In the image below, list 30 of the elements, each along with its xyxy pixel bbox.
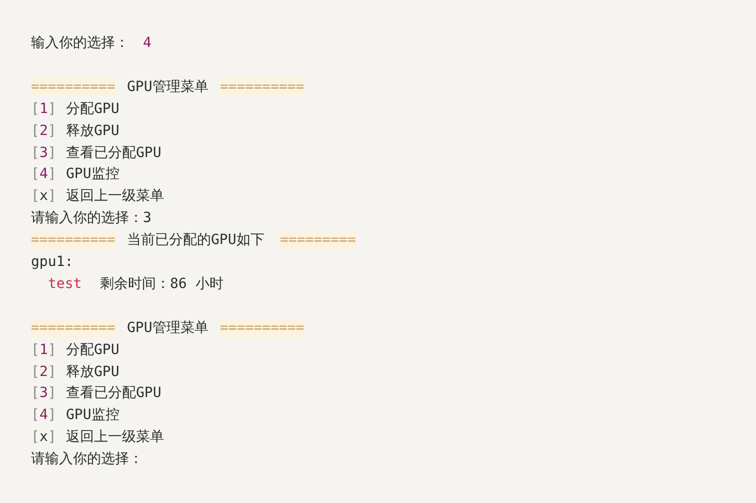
- terminal-text: 请输入你的选择：3: [31, 209, 152, 228]
- terminal-text: 查看已分配GPU: [66, 144, 162, 162]
- terminal-text: GPU监控: [66, 406, 120, 424]
- option-key: [x]: [31, 428, 56, 446]
- terminal-text: 返回上一级菜单: [66, 187, 164, 206]
- terminal-text: GPU管理菜单: [127, 318, 208, 337]
- terminal-text: 分配GPU: [66, 100, 120, 118]
- terminal-text: 分配GPU: [66, 340, 120, 359]
- terminal-text: gpu1:: [31, 253, 74, 271]
- option-key: [4]: [31, 165, 56, 184]
- option-key: [3]: [31, 144, 56, 162]
- terminal-text: 返回上一级菜单: [66, 428, 164, 446]
- terminal-text: 释放GPU: [66, 122, 120, 140]
- option-key: [3]: [31, 384, 56, 402]
- terminal-text: 查看已分配GPU: [66, 384, 162, 402]
- terminal-text: 输入你的选择：: [31, 34, 129, 52]
- terminal-text: 释放GPU: [66, 362, 120, 380]
- terminal-text: 剩余时间：86 小时: [100, 274, 224, 293]
- option-key: [1]: [31, 100, 56, 118]
- input-value: 4: [143, 34, 152, 52]
- user-name: test: [48, 274, 82, 293]
- terminal-text: GPU管理菜单: [127, 78, 208, 96]
- terminal-text: 请输入你的选择：: [31, 450, 143, 468]
- option-key: [x]: [31, 187, 56, 206]
- option-key: [2]: [31, 122, 56, 140]
- terminal-text: GPU监控: [66, 165, 120, 184]
- terminal-text: 当前已分配的GPU如下: [127, 231, 264, 250]
- option-key: [1]: [31, 340, 56, 359]
- option-key: [2]: [31, 362, 56, 380]
- option-key: [4]: [31, 406, 56, 424]
